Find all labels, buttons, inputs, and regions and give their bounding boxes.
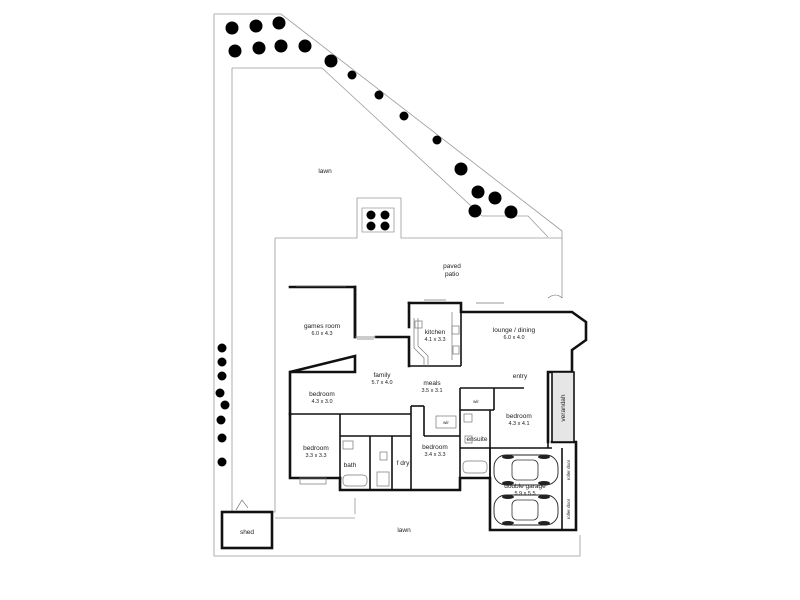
- bedroom-southwest-label: bedroom: [303, 445, 329, 452]
- bedroom-southwest-size: 3.3 x 3.3: [305, 453, 326, 459]
- ensuite-label: ensuite: [467, 436, 488, 443]
- meals-label: meals: [423, 380, 441, 387]
- wir-top-label: wir: [473, 399, 479, 404]
- shed-label: shed: [240, 529, 254, 536]
- roller-door-1-label: roller door: [566, 459, 571, 480]
- kitchen-fittings: [413, 312, 460, 366]
- games-room-size: 6.0 x 4.3: [311, 331, 332, 337]
- kitchen-label: kitchen: [425, 329, 446, 336]
- shed-outline: [220, 510, 274, 550]
- tree-row-west: [215, 343, 230, 467]
- entry-label: entry: [513, 373, 528, 380]
- tree-row-north: [225, 16, 518, 219]
- lounge-dining-label: lounge / dining: [493, 327, 536, 334]
- double-garage-label: double garage: [504, 483, 546, 490]
- family-size: 5.7 x 4.0: [371, 380, 392, 386]
- bath-fittings: [299, 413, 488, 487]
- bedroom-central-size: 3.4 x 3.3: [424, 452, 445, 458]
- verandah-area: [551, 371, 575, 443]
- dry-label: f dry: [397, 460, 410, 467]
- roller-door-2-label: roller door: [566, 498, 571, 519]
- double-garage-size: 5.9 x 5.5: [514, 491, 535, 497]
- bedroom-central-label: bedroom: [422, 444, 448, 451]
- paved-label: paved: [443, 263, 461, 270]
- bath-label: bath: [344, 462, 357, 469]
- verandah-label: verandah: [560, 394, 567, 421]
- lounge-dining-size: 6.0 x 4.0: [503, 335, 524, 341]
- kitchen-size: 4.1 x 3.3: [424, 337, 445, 343]
- bedroom-master-label: bedroom: [506, 413, 532, 420]
- family-label: family: [374, 372, 392, 379]
- bedroom-master-size: 4.3 x 4.1: [508, 421, 529, 427]
- bedroom-west-label: bedroom: [309, 391, 335, 398]
- lawn-south-label: lawn: [397, 527, 411, 534]
- interior-walls: [290, 312, 563, 530]
- site-boundary: [213, 13, 581, 557]
- car-icon: [493, 454, 559, 526]
- lawn-north-label: lawn: [318, 168, 332, 175]
- openings: [235, 285, 563, 511]
- games-room-label: games room: [304, 323, 340, 330]
- tree-cluster-courtyard: [366, 210, 390, 231]
- patio-label: patio: [445, 271, 459, 278]
- bedroom-west-size: 4.3 x 3.0: [311, 399, 332, 405]
- wir-central-label: wir: [443, 420, 449, 425]
- meals-size: 3.5 x 3.1: [421, 388, 442, 394]
